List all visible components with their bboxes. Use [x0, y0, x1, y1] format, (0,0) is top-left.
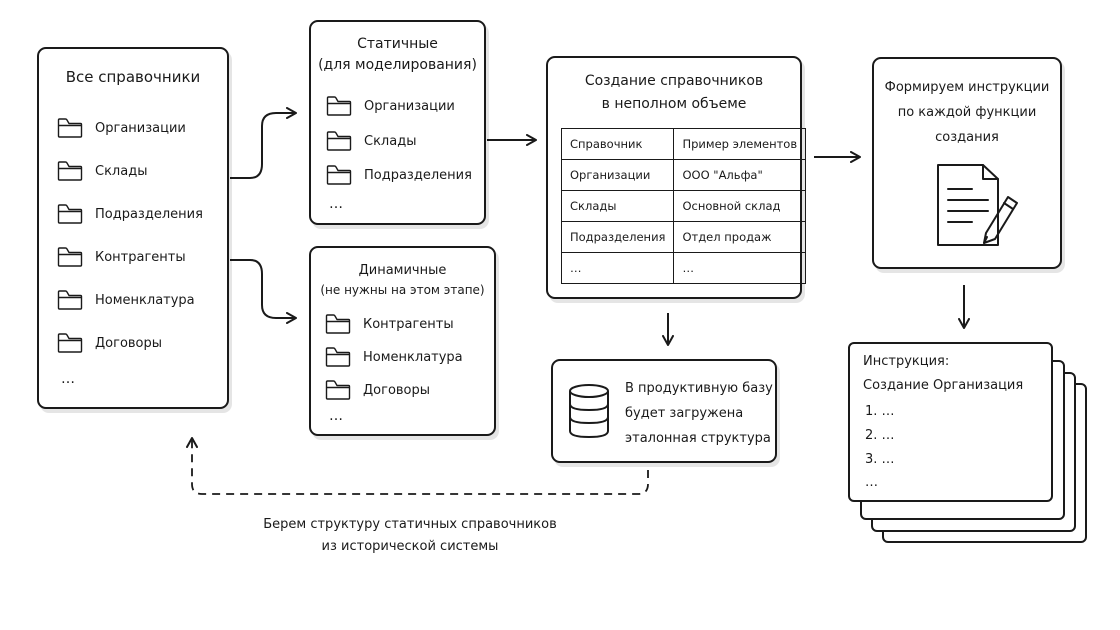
database-icon [569, 384, 609, 439]
folder-item-organizations: Организации [57, 118, 186, 138]
folder-item-warehouses: Склады [57, 161, 147, 181]
folder-item-contracts: Договоры [325, 380, 430, 400]
creation-subtitle: в неполном объеме [601, 96, 747, 112]
folder-icon [57, 118, 83, 138]
static-references-title: Статичные [357, 36, 438, 52]
table-header-cell: Пример элементов [673, 128, 807, 160]
dynamic-references-box: Динамичные (не нужны на этом этапе) Конт… [309, 246, 496, 436]
folder-item-organizations: Организации [326, 96, 455, 116]
folder-item-counterparties: Контрагенты [57, 247, 186, 267]
folder-item-departments: Подразделения [326, 165, 472, 185]
database-text-line: будет загружена [625, 406, 744, 421]
folder-icon [325, 347, 351, 367]
feedback-caption-line: Берем структуру статичных справочников [263, 517, 557, 532]
instruction-more: … [865, 475, 878, 490]
instructions-text-line: по каждой функции [897, 105, 1037, 120]
all-references-box: Все справочники Организации Склады Подра… [37, 47, 229, 409]
folder-icon [57, 204, 83, 224]
folder-icon [326, 131, 352, 151]
table-cell: Подразделения [560, 221, 675, 253]
static-references-box: Статичные (для моделирования) Организаци… [309, 20, 486, 225]
folder-label: Контрагенты [363, 316, 454, 332]
table-cell: Отдел продаж [673, 221, 807, 253]
document-pencil-icon [937, 164, 1018, 246]
folder-item-departments: Подразделения [57, 204, 203, 224]
folder-label: Склады [364, 133, 417, 149]
all-references-title: Все справочники [65, 68, 201, 86]
database-box: В продуктивную базу будет загружена этал… [551, 359, 777, 463]
folder-icon [325, 314, 351, 334]
instruction-step: 1. … [865, 404, 895, 419]
instruction-subtitle: Создание Организация [863, 378, 1024, 393]
instruction-heading: Инструкция: [863, 354, 950, 369]
dynamic-references-subtitle: (не нужны на этом этапе) [320, 283, 485, 297]
folder-label: Договоры [363, 382, 431, 398]
folder-item-nomenclature: Номенклатура [57, 290, 195, 310]
more-items-ellipsis: … [61, 371, 76, 387]
instruction-step: 2. … [865, 428, 895, 443]
folder-label: Подразделения [364, 167, 472, 183]
table-cell: Организации [560, 159, 675, 191]
arrow-all-to-static [230, 107, 297, 179]
table-cell: Склады [560, 190, 675, 222]
instructions-box: Формируем инструкции по каждой функции с… [872, 57, 1062, 269]
folder-label: Организации [95, 120, 186, 136]
database-text-line: В продуктивную базу [625, 381, 773, 396]
more-items-ellipsis: … [329, 196, 344, 212]
dashed-feedback-arrow [186, 437, 649, 495]
folder-icon [326, 165, 352, 185]
reference-examples-table: Справочник Пример элементов Организации … [560, 128, 807, 284]
folder-label: Договоры [95, 335, 163, 351]
instruction-document: Инструкция: Создание Организация 1. … 2.… [848, 342, 1053, 502]
table-row: Организации ООО "Альфа" [560, 159, 807, 191]
instructions-text-line: Формируем инструкции [884, 80, 1050, 95]
instruction-step: 3. … [865, 452, 895, 467]
feedback-caption: Берем структуру статичных справочников и… [230, 514, 590, 558]
table-cell: Основной склад [673, 190, 807, 222]
folder-item-warehouses: Склады [326, 131, 416, 151]
folder-icon [325, 380, 351, 400]
table-row: Склады Основной склад [560, 190, 807, 222]
creation-box: Создание справочников в неполном объеме … [546, 56, 807, 299]
dynamic-references-title: Динамичные [358, 263, 447, 278]
database-text-line: эталонная структура [625, 431, 771, 446]
table-header-row: Справочник Пример элементов [560, 128, 807, 160]
folder-item-counterparties: Контрагенты [325, 314, 454, 334]
arrow-all-to-dynamic [230, 259, 297, 324]
creation-title: Создание справочников [584, 73, 764, 89]
folder-icon [57, 333, 83, 353]
folder-icon [57, 161, 83, 181]
table-row: Подразделения Отдел продаж [560, 221, 807, 253]
instructions-text-line: создания [935, 130, 999, 145]
folder-label: Склады [95, 163, 148, 179]
folder-item-nomenclature: Номенклатура [325, 347, 463, 367]
folder-item-contracts: Договоры [57, 333, 162, 353]
feedback-caption-line: из исторической системы [321, 539, 499, 554]
table-cell: ООО "Альфа" [673, 159, 807, 191]
folder-icon [57, 290, 83, 310]
folder-label: Номенклатура [363, 349, 463, 365]
folder-label: Организации [364, 98, 455, 114]
table-cell: … [560, 252, 675, 284]
more-items-ellipsis: … [329, 408, 344, 424]
folder-icon [326, 96, 352, 116]
table-header-cell: Справочник [560, 128, 675, 160]
table-cell: … [673, 252, 807, 284]
table-row: … … [560, 252, 807, 284]
folder-label: Номенклатура [95, 292, 195, 308]
folder-label: Контрагенты [95, 249, 186, 265]
folder-icon [57, 247, 83, 267]
static-references-subtitle: (для моделирования) [318, 57, 477, 73]
folder-label: Подразделения [95, 206, 203, 222]
